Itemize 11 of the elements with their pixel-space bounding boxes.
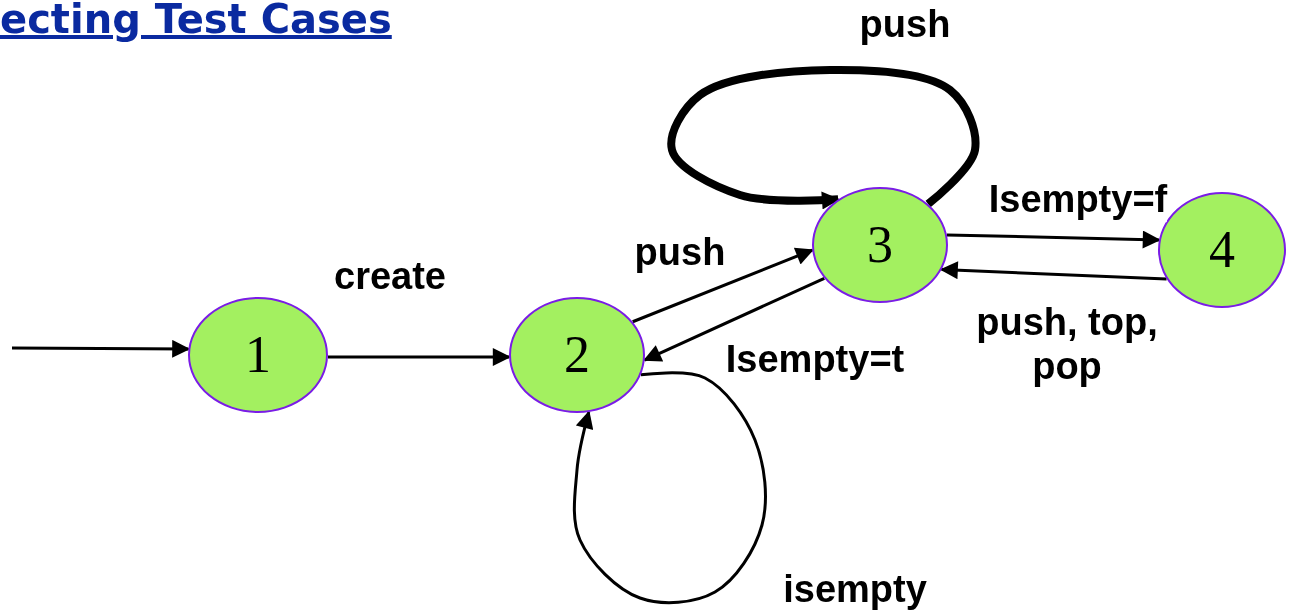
state-number: 1 xyxy=(245,329,271,381)
state-number: 3 xyxy=(867,219,893,271)
state-number: 4 xyxy=(1209,224,1235,276)
arrow xyxy=(643,276,825,362)
arrow xyxy=(327,348,511,366)
self-loop-arrow xyxy=(572,371,767,605)
self-loop-arrow xyxy=(667,65,980,210)
state-number: 2 xyxy=(564,329,590,381)
arrow xyxy=(632,247,814,324)
arrow xyxy=(946,230,1161,249)
slide-title: ecting Test Cases xyxy=(0,0,392,42)
